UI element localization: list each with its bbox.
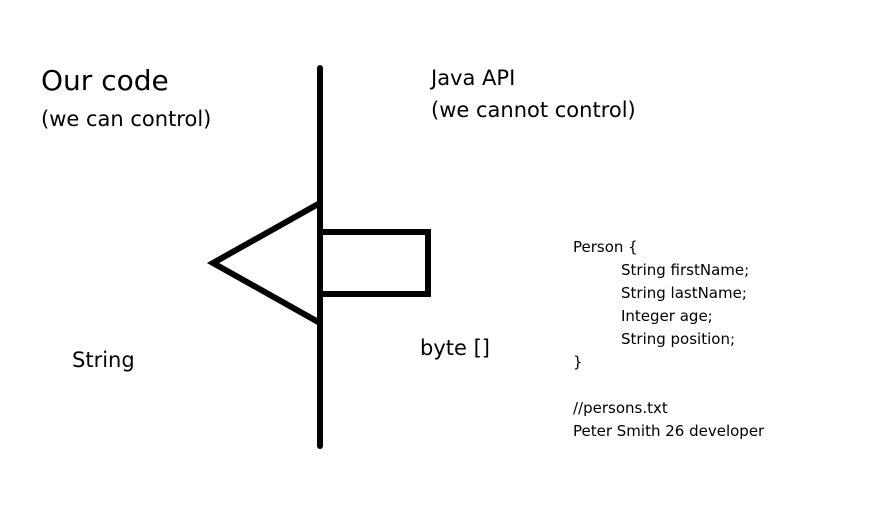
java-api-subtitle: (we cannot control) — [431, 98, 636, 122]
string-label: String — [72, 348, 135, 372]
code-line-position: String position; — [621, 330, 736, 348]
code-snippet: Person { String firstName; String lastNa… — [573, 236, 764, 443]
code-line-class-open: Person { — [573, 238, 638, 256]
code-line-age: Integer age; — [621, 307, 713, 325]
arrow-shaft — [320, 229, 431, 297]
our-code-title: Our code — [41, 64, 169, 97]
code-line-sample-record: Peter Smith 26 developer — [573, 422, 765, 440]
code-line-class-close: } — [573, 353, 583, 371]
arrow-head — [206, 200, 322, 326]
code-blank-line — [573, 374, 764, 397]
code-line-last-name: String lastName; — [621, 284, 747, 302]
code-line-first-name: String firstName; — [621, 261, 750, 279]
code-line-file-comment: //persons.txt — [573, 399, 668, 417]
byte-array-label: byte [] — [420, 336, 490, 360]
our-code-subtitle: (we can control) — [41, 107, 212, 131]
java-api-title: Java API — [431, 66, 516, 90]
